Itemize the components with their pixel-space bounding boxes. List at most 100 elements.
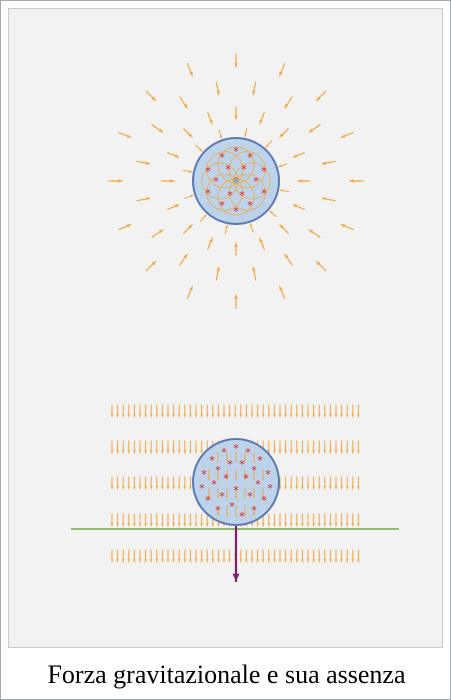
arrow-head [259,119,263,124]
inner-field-arrow [243,469,247,481]
uniform-field-arrow [267,513,271,527]
arrow-head [211,523,215,526]
arrow-head [188,224,193,229]
arrow-head [334,559,338,562]
arrow-head [252,267,256,272]
inner-field-arrow [252,469,256,481]
charge-marker: * [205,187,211,200]
arrow-head [273,414,276,417]
arrow-head [345,559,349,562]
uniform-field-arrow [317,440,321,454]
arrow-head [289,414,293,417]
uniform-field-arrow [306,404,310,418]
arrow-head [317,450,321,453]
uniform-field-arrow [357,513,360,527]
uniform-field-arrow [127,476,131,490]
uniform-field-arrow [357,549,360,563]
arrow-head [133,559,136,562]
radial-field-arrow [145,261,156,272]
uniform-field-arrow [278,549,282,563]
uniform-field-arrow [317,513,321,527]
arrow-head [243,477,247,480]
uniform-field-arrow [144,549,147,563]
charge-marker: * [265,468,271,481]
uniform-field-arrow [116,440,119,454]
arrow-head [138,523,142,526]
arrow-head [189,486,192,489]
arrow-head [306,523,310,526]
uniform-field-arrow [256,549,259,563]
charge-marker: * [251,464,257,477]
uniform-field-arrow [295,549,299,563]
uniform-field-arrow [267,440,271,454]
charge-marker: * [205,165,211,178]
arrow-head [194,450,198,453]
uniform-field-arrow [306,549,310,563]
uniform-field-arrow [301,549,304,563]
arrow-head [161,486,164,489]
arrow-head [301,559,304,562]
down-arrow-icon [232,525,240,583]
arrow-head [279,224,284,229]
arrow-head [232,573,240,581]
uniform-field-arrow [133,549,136,563]
uniform-field-arrow [351,476,355,490]
arrow-head [256,523,259,526]
arrow-head [312,559,315,562]
uniform-field-arrow [155,513,159,527]
arrow-head [295,486,299,489]
arrow-head [166,414,170,417]
arrow-head [323,523,327,526]
charge-marker: * [247,199,253,212]
arrow-head [166,450,170,453]
uniform-field-arrow [172,549,175,563]
arrow-head [138,450,142,453]
uniform-field-arrow [323,404,327,418]
uniform-field-arrow [133,404,136,418]
radial-field-arrow [278,163,288,168]
arrow-head [301,450,304,453]
arrow-head [259,238,263,243]
arrow-head [252,90,256,95]
uniform-field-arrow [273,440,276,454]
uniform-field-arrow [295,476,299,490]
arrow-head [250,559,254,562]
arrow-head [329,414,332,417]
uniform-field-arrow [144,476,147,490]
uniform-field-arrow [189,513,192,527]
arrow-head [151,261,156,266]
uniform-field-arrow [138,513,142,527]
charge-marker: * [247,151,253,164]
arrow-head [267,414,271,417]
arrow-head [278,414,282,417]
arrow-head [161,559,164,562]
arrow-head [194,414,198,417]
arrow-head [273,559,276,562]
arrow-head [194,523,198,526]
radial-field-arrow [316,90,327,101]
charge-marker: * [215,504,221,517]
arrow-head [243,513,247,516]
arrow-head [273,450,276,453]
uniform-field-arrow [177,404,181,418]
uniform-field-arrow [149,476,153,490]
radial-field-arrow [118,224,132,231]
uniform-gravity-scene: ************************** [71,404,399,583]
arrow-head [211,414,215,417]
uniform-field-arrow [289,476,293,490]
uniform-field-arrow [295,404,299,418]
arrow-head [234,477,238,480]
uniform-field-arrow [127,513,131,527]
arrow-head [284,254,289,259]
uniform-field-arrow [245,549,248,563]
charge-marker: * [239,458,245,471]
arrow-head [244,133,247,137]
arrow-head [222,414,226,417]
radial-field-arrow [136,160,151,165]
arrow-head [245,559,248,562]
radial-field-arrow [279,224,289,234]
uniform-field-arrow [340,549,343,563]
arrow-head [293,204,298,208]
inner-field-arrow [252,451,256,463]
radial-field-arrow [244,127,248,138]
